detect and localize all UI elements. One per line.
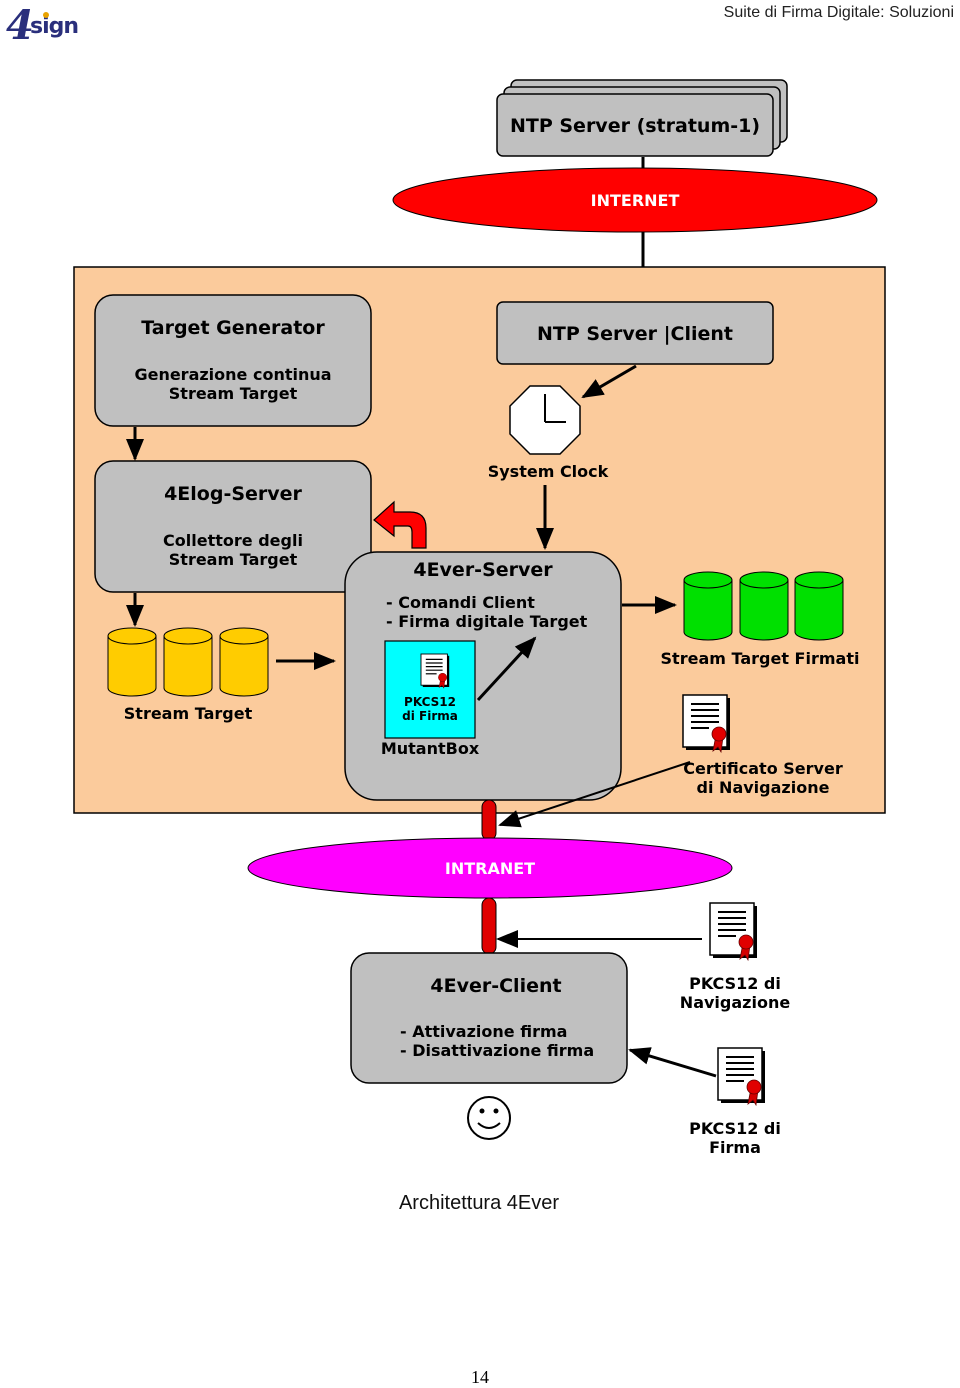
smiley-icon bbox=[467, 1096, 511, 1140]
page-number: 14 bbox=[471, 1367, 489, 1387]
elog-server-box bbox=[94, 460, 372, 593]
mutantbox-label: MutantBox bbox=[380, 739, 480, 758]
system-clock-label: System Clock bbox=[487, 462, 609, 481]
ever-client-item: - Disattivazione firma bbox=[400, 1041, 595, 1060]
pkcs-firma-label: PKCS12 di Firma bbox=[689, 1119, 781, 1157]
ever-client-box bbox=[350, 952, 628, 1084]
target-generator-box bbox=[94, 294, 372, 427]
elog-server-desc: Collettore degli Stream Target bbox=[163, 531, 303, 569]
ntp-client-label: NTP Server |Client bbox=[536, 323, 733, 345]
ever-client-item: - Attivazione firma bbox=[400, 1022, 568, 1041]
intranet-label: INTRANET bbox=[444, 859, 536, 878]
target-generator-title: Target Generator bbox=[141, 317, 325, 339]
intranet-ellipse bbox=[247, 837, 733, 899]
server-cert-icon bbox=[682, 694, 731, 753]
ever-server-item: - Firma digitale Target bbox=[386, 612, 588, 631]
stream-target-db-1 bbox=[107, 627, 157, 697]
ever-server-item: - Comandi Client bbox=[386, 593, 535, 612]
ntp-stratum-label: NTP Server (stratum-1) bbox=[509, 115, 761, 137]
cert-server-label: Certificato Server di Navigazione bbox=[683, 759, 843, 797]
pkcs-navigazione-icon bbox=[709, 902, 758, 961]
header-title: Suite di Firma Digitale: Soluzioni bbox=[723, 4, 954, 21]
red-curved-arrow bbox=[373, 500, 427, 549]
stream-target-db-2 bbox=[163, 627, 213, 697]
ever-server-title: 4Ever-Server bbox=[413, 559, 553, 581]
figure-caption: Architettura 4Ever bbox=[398, 1192, 560, 1214]
pkcs-firma-icon bbox=[717, 1047, 766, 1106]
4sign-logo: 4 sign bbox=[6, 2, 79, 49]
ntp-stratum-box bbox=[496, 93, 774, 157]
elog-server-title: 4Elog-Server bbox=[164, 483, 302, 505]
signed-target-db-1 bbox=[683, 571, 733, 641]
internet-label: INTERNET bbox=[590, 191, 680, 210]
red-pipe-bottom bbox=[481, 897, 497, 955]
signed-target-db-3 bbox=[794, 571, 844, 641]
pkcs-navigazione-label: PKCS12 di Navigazione bbox=[679, 974, 791, 1012]
target-generator-desc: Generazione continua Stream Target bbox=[134, 365, 332, 403]
signed-target-db-2 bbox=[739, 571, 789, 641]
mutantbox-cert-icon bbox=[420, 653, 450, 689]
ever-client-title: 4Ever-Client bbox=[430, 975, 562, 997]
ntp-client-box bbox=[496, 301, 774, 365]
red-pipe-top bbox=[481, 799, 497, 841]
stream-target-label: Stream Target bbox=[123, 704, 253, 723]
stream-target-firmati-label: Stream Target Firmati bbox=[660, 649, 860, 668]
mutantbox-pkcs-label: PKCS12 di Firma bbox=[402, 695, 458, 723]
internet-ellipse bbox=[392, 167, 878, 233]
stream-target-db-3 bbox=[219, 627, 269, 697]
